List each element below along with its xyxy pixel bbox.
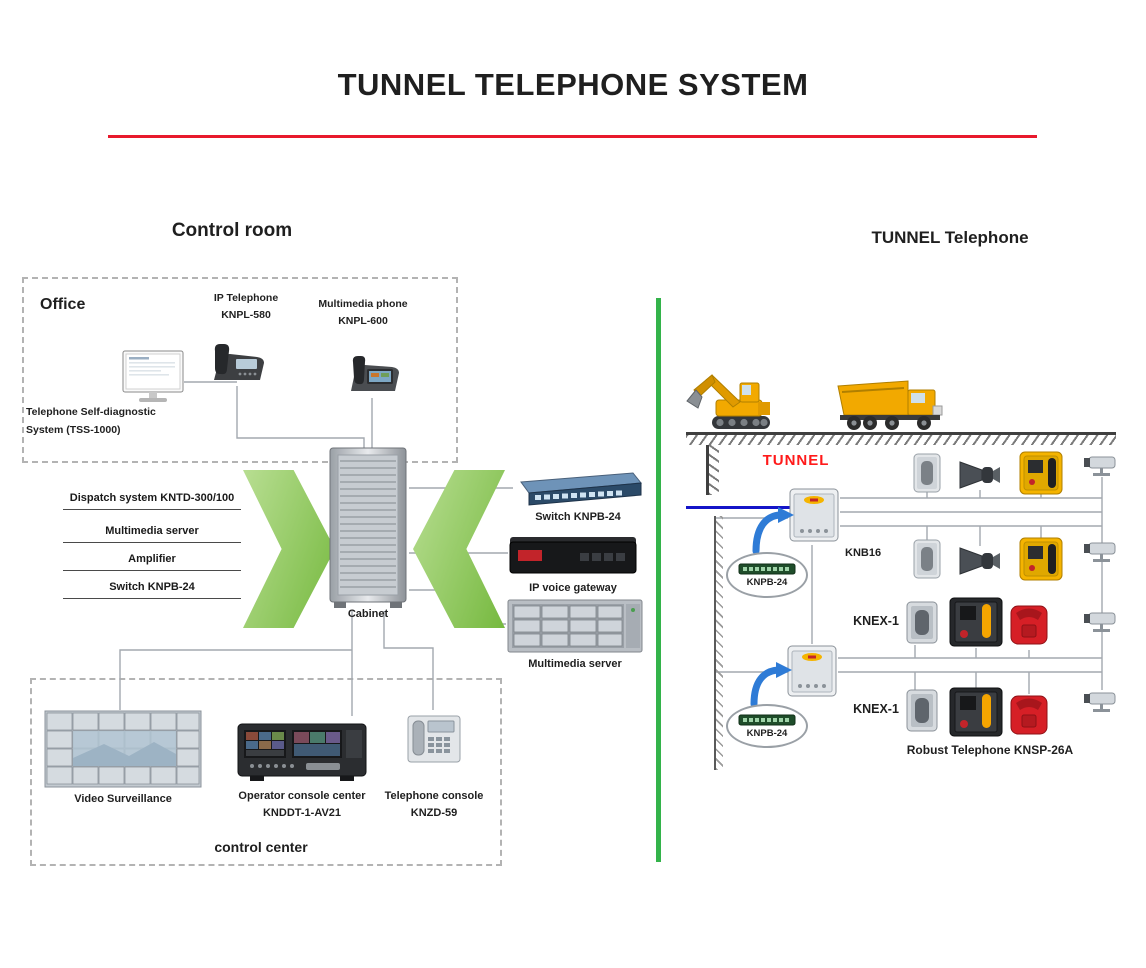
tss-monitor-icon [122, 350, 184, 404]
switch-knpb24-icon [513, 470, 643, 506]
knex2-label: KNEX-1 [853, 702, 899, 716]
stack-item-amplifier: Amplifier [63, 553, 241, 571]
knpb24-label-2: KNPB-24 [746, 727, 788, 739]
switch-ellipse-1: KNPB-24 [726, 552, 808, 598]
control-center-box [30, 678, 502, 866]
tss-label-line2: System (TSS-1000) [26, 424, 121, 436]
video-wall-icon [44, 710, 202, 788]
dump-truck-icon [832, 370, 952, 432]
switch-knpb24-label: Switch KNPB-24 [535, 511, 621, 523]
telephone-console-icon [402, 710, 466, 768]
tunnel-phone-icon-row1 [912, 452, 942, 494]
video-surveillance-label: Video Surveillance [74, 793, 172, 805]
knex1-label: KNEX-1 [853, 614, 899, 628]
flow-arrow-2 [750, 662, 792, 708]
stack-item-switch: Switch KNPB-24 [63, 581, 241, 599]
trunk-cable [686, 506, 790, 509]
multimedia-server-icon [506, 598, 644, 654]
cabinet-label: Cabinet [347, 608, 389, 620]
stack-item-mmserver: Multimedia server [63, 525, 241, 543]
junction-box-knb16-icon [788, 487, 840, 545]
camera-icon-row1 [1082, 452, 1122, 479]
ip-voice-gateway-label: IP voice gateway [529, 582, 617, 594]
robust-telephone-label: Robust Telephone KNSP-26A [906, 743, 1074, 757]
connector-right [716, 477, 1103, 694]
office-box [22, 277, 458, 463]
telephone-console-label-line1: Telephone console [384, 790, 484, 802]
stack-item-dispatch: Dispatch system KNTD-300/100 [63, 492, 241, 510]
ip-phone-label-line2: KNPL-580 [221, 309, 271, 321]
junction-box-2-icon [786, 644, 838, 700]
grey-phone-icon-row3 [905, 600, 939, 645]
robust-phone-box-icon-row3 [948, 596, 1004, 648]
grey-phone-icon-row4 [905, 688, 939, 733]
yellow-phone-icon-row1 [1018, 450, 1064, 496]
title-underline [108, 135, 1037, 138]
tunnel-label: TUNNEL [762, 452, 830, 469]
telephone-console-label-line2: KNZD-59 [410, 807, 458, 819]
excavator-icon [686, 360, 792, 432]
loudspeaker-icon-row2 [958, 544, 1002, 578]
tunnel-phone-icon-row2 [912, 538, 942, 580]
mini-switch-icon [738, 714, 796, 725]
office-label: Office [40, 296, 86, 313]
control-room-heading: Control room [171, 220, 293, 241]
mm-phone-label-line2: KNPL-600 [338, 315, 388, 327]
red-phone-icon-row4 [1008, 692, 1050, 738]
tunnel-telephone-heading: TUNNEL Telephone [871, 228, 1029, 247]
ip-phone-label-line1: IP Telephone [213, 292, 279, 304]
camera-icon-row4 [1082, 688, 1122, 715]
switch-ellipse-2: KNPB-24 [726, 704, 808, 748]
flow-arrow-1 [752, 507, 794, 555]
ip-voice-gateway-icon [508, 533, 638, 577]
tunnel-wall-hatch [706, 445, 719, 495]
control-center-label: control center [214, 839, 308, 855]
operator-console-label-line2: KNDDT-1-AV21 [262, 807, 342, 819]
camera-icon-row2 [1082, 538, 1122, 565]
ip-phone-icon [206, 338, 266, 386]
multimedia-server-label: Multimedia server [528, 658, 622, 670]
operator-console-label-line1: Operator console center [238, 790, 366, 802]
ground-hatch [686, 432, 1116, 445]
knpb24-label-1: KNPB-24 [746, 576, 788, 588]
knb16-label: KNB16 [845, 547, 882, 559]
yellow-phone-icon-row2 [1018, 536, 1064, 582]
cable-riser [714, 516, 723, 770]
loudspeaker-icon-row1 [958, 458, 1002, 492]
camera-icon-row3 [1082, 608, 1122, 635]
cabinet-icon [327, 446, 409, 610]
red-phone-icon-row3 [1008, 602, 1050, 648]
page-title: TUNNEL TELEPHONE SYSTEM [337, 67, 809, 102]
operator-console-icon [236, 716, 368, 784]
robust-phone-box-icon-row4 [948, 686, 1004, 738]
tss-label-line1: Telephone Self-diagnostic [26, 406, 156, 418]
mm-phone-icon [345, 350, 401, 397]
mini-switch-icon [738, 563, 796, 574]
mm-phone-label-line1: Multimedia phone [318, 298, 408, 310]
section-divider [656, 298, 661, 862]
